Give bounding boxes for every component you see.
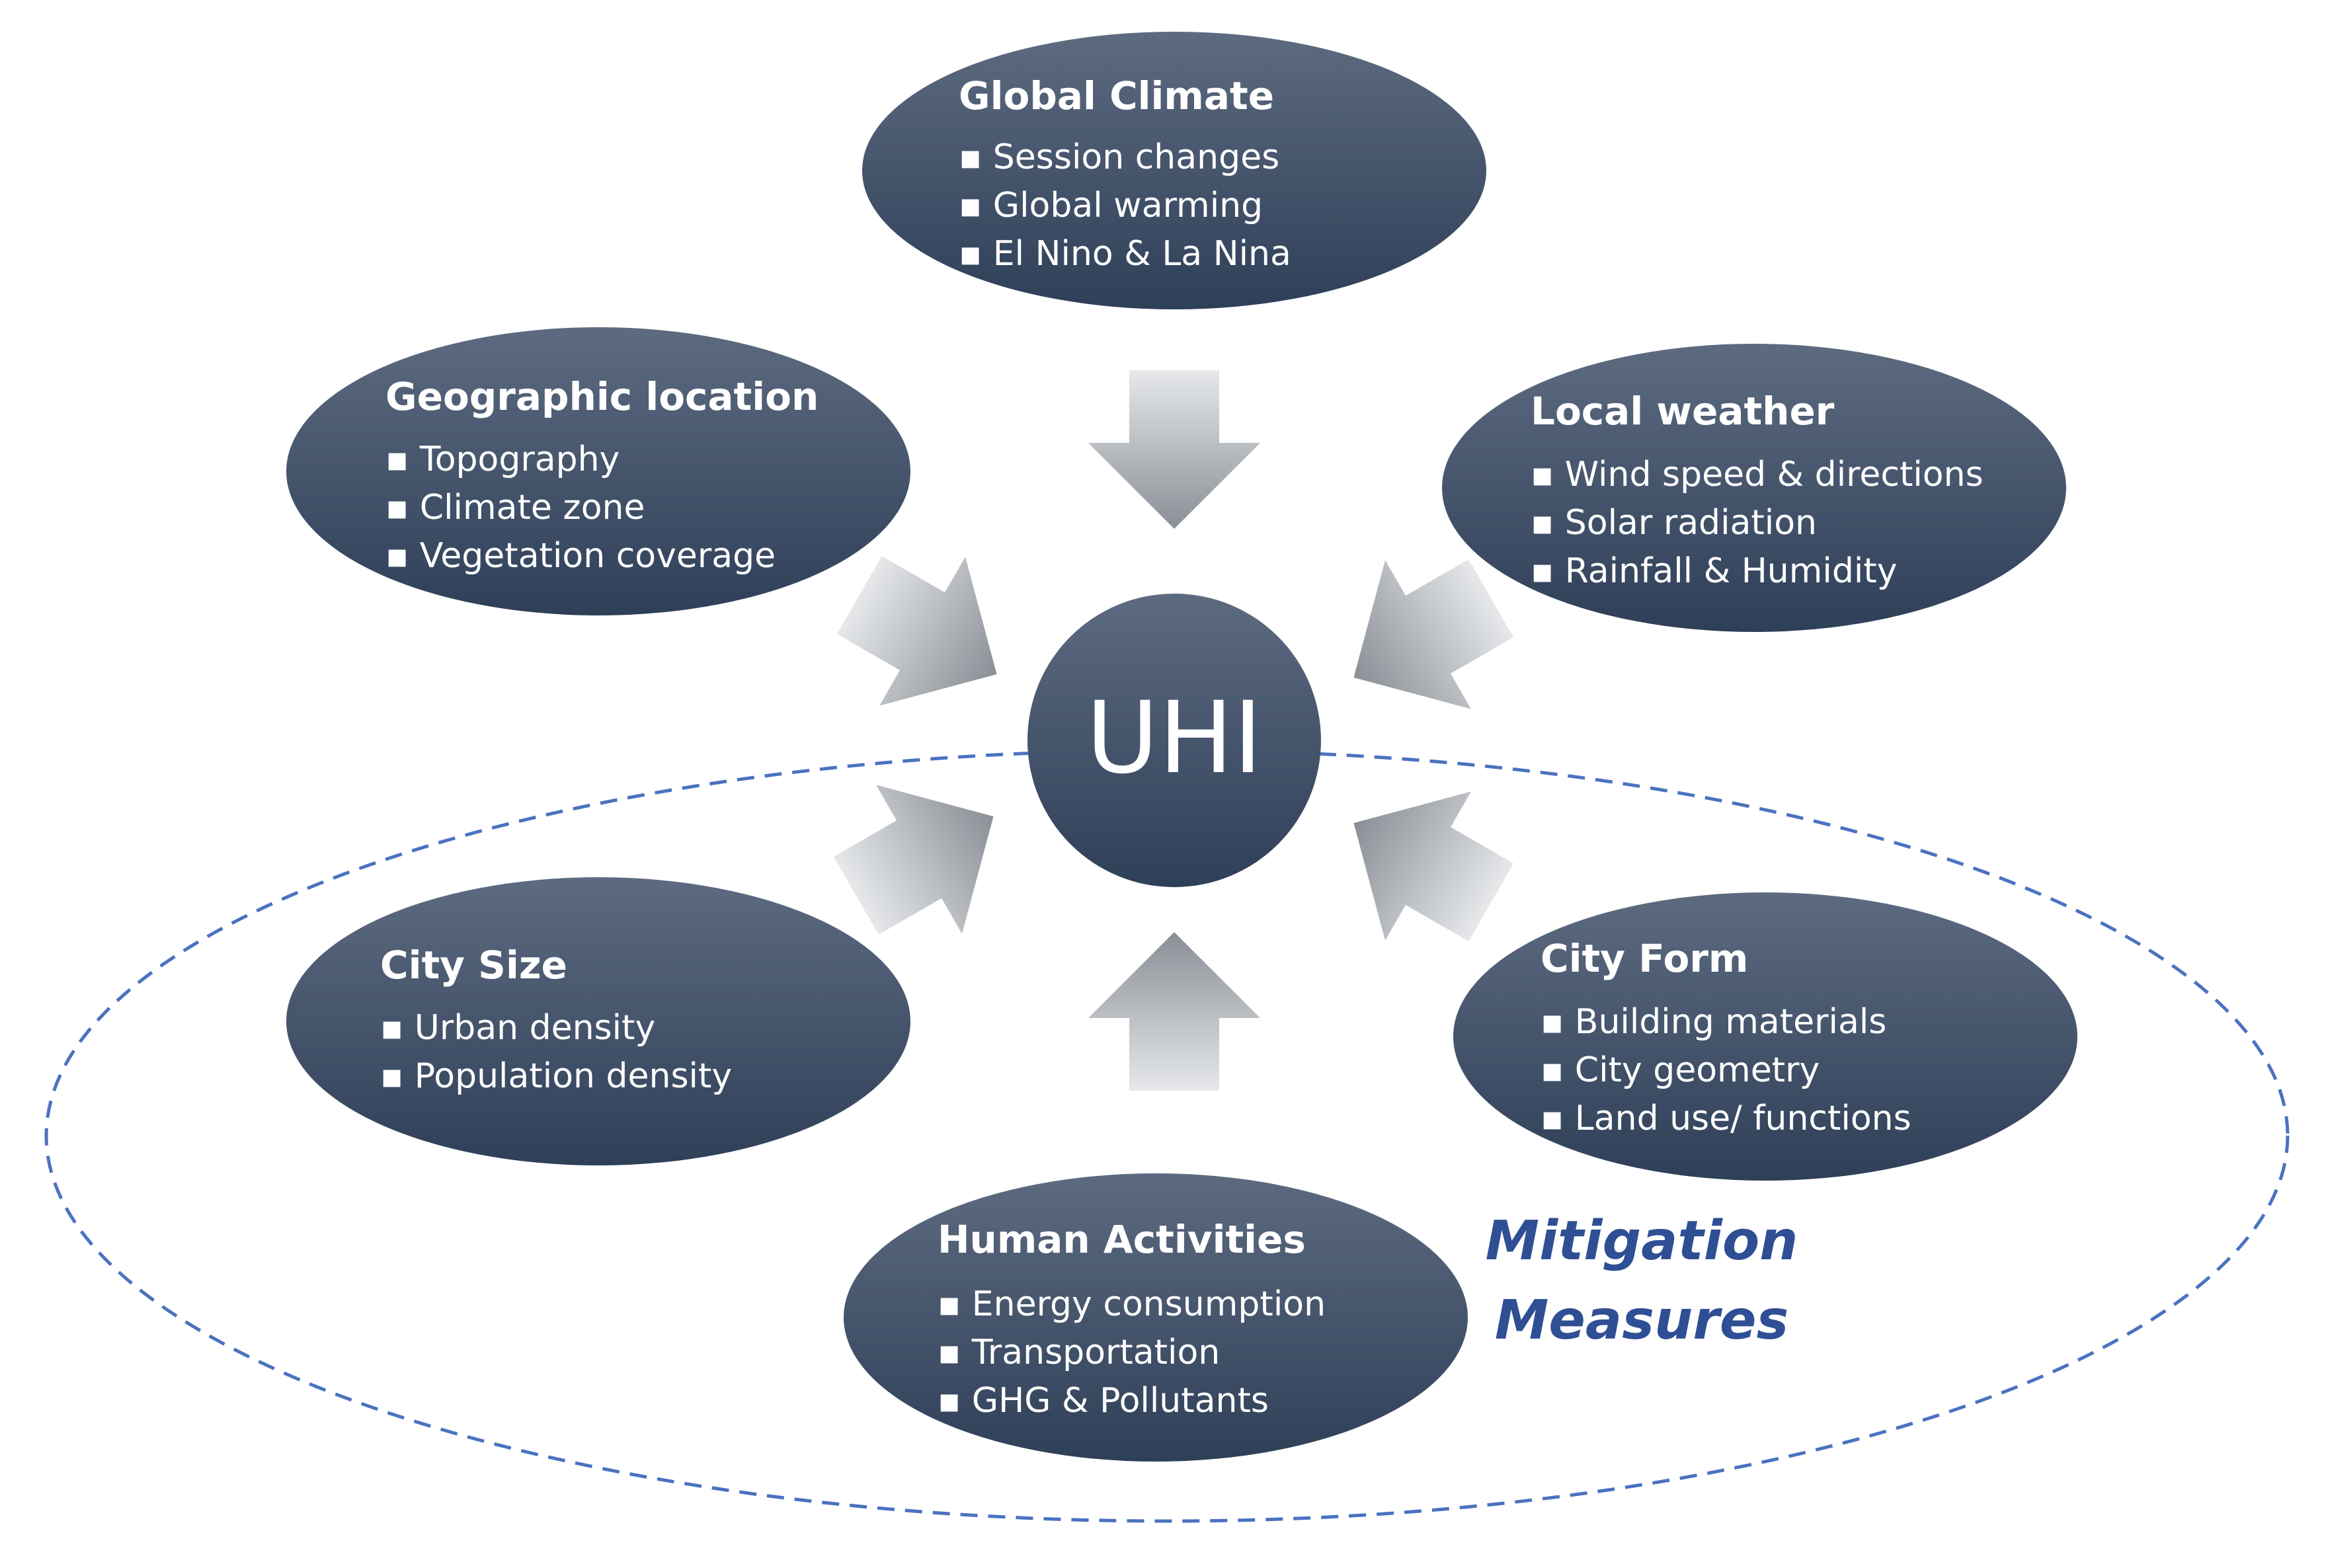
- node-city-size-title: City Size: [380, 943, 567, 988]
- arrow-from-human-activities: [1088, 932, 1260, 1091]
- arrow-from-global-climate: [1088, 370, 1260, 529]
- node-local-weather-item-1: ▪ Wind speed & directions: [1531, 455, 1984, 494]
- uhi-label: UHI: [1086, 681, 1263, 796]
- node-global-climate-item-1: ▪ Session changes: [959, 137, 1279, 177]
- node-city-size-shape: [286, 877, 910, 1165]
- node-local-weather: Local weather ▪ Wind speed & directions …: [1442, 344, 2066, 632]
- node-uhi-center: UHI: [1027, 594, 1321, 887]
- node-global-climate-title: Global Climate: [959, 73, 1274, 118]
- uhi-circle: [1027, 594, 1321, 887]
- node-local-weather-item-2: ▪ Solar radiation: [1531, 503, 1817, 543]
- arrow-from-geographic-location: [836, 556, 997, 706]
- node-city-form-item-1: ▪ Building materials: [1541, 1002, 1886, 1042]
- node-city-form: City Form ▪ Building materials ▪ City ge…: [1453, 892, 2077, 1181]
- arrow-from-local-weather: [1353, 559, 1514, 709]
- node-human-activities-item-2: ▪ Transportation: [938, 1333, 1220, 1372]
- node-geographic-location: Geographic location ▪ Topography ▪ Clima…: [286, 327, 910, 615]
- node-human-activities-item-3: ▪ GHG & Pollutants: [938, 1381, 1269, 1421]
- arrows: [833, 370, 1514, 1091]
- mitigation-label-line-2: Measures: [1495, 1289, 1789, 1352]
- node-human-activities-title: Human Activities: [938, 1217, 1306, 1262]
- node-global-climate-item-2: ▪ Global warming: [959, 186, 1263, 225]
- node-city-form-item-2: ▪ City geometry: [1541, 1050, 1820, 1090]
- node-city-form-item-3: ▪ Land use/ functions: [1541, 1099, 1911, 1138]
- node-geographic-location-item-3: ▪ Vegetation coverage: [385, 536, 776, 576]
- node-local-weather-title: Local weather: [1531, 389, 1835, 434]
- node-city-form-shape: [1453, 892, 2077, 1181]
- mitigation-label-line-1: Mitigation: [1485, 1210, 1798, 1273]
- node-geographic-location-item-2: ▪ Climate zone: [385, 488, 645, 528]
- mitigation-label: Mitigation Measures: [1485, 1210, 1798, 1352]
- node-city-size: City Size ▪ Urban density ▪ Population d…: [286, 877, 910, 1165]
- node-human-activities: Human Activities ▪ Energy consumption ▪ …: [844, 1173, 1468, 1462]
- node-city-size-item-2: ▪ Population density: [380, 1056, 732, 1096]
- node-local-weather-item-3: ▪ Rainfall & Humidity: [1531, 551, 1897, 591]
- node-global-climate: Global Climate ▪ Session changes ▪ Globa…: [862, 32, 1486, 309]
- node-geographic-location-title: Geographic location: [385, 374, 819, 419]
- node-city-size-item-1: ▪ Urban density: [380, 1008, 655, 1048]
- arrow-from-city-form: [1353, 791, 1514, 941]
- node-human-activities-item-1: ▪ Energy consumption: [938, 1284, 1326, 1324]
- node-geographic-location-shape: [286, 327, 910, 615]
- node-human-activities-shape: [844, 1173, 1468, 1462]
- node-global-climate-shape: [862, 32, 1486, 309]
- node-global-climate-item-3: ▪ El Nino & La Nina: [959, 234, 1291, 274]
- node-city-form-title: City Form: [1541, 936, 1748, 981]
- arrow-from-city-size: [833, 785, 994, 935]
- node-local-weather-shape: [1442, 344, 2066, 632]
- node-geographic-location-item-1: ▪ Topography: [385, 440, 620, 479]
